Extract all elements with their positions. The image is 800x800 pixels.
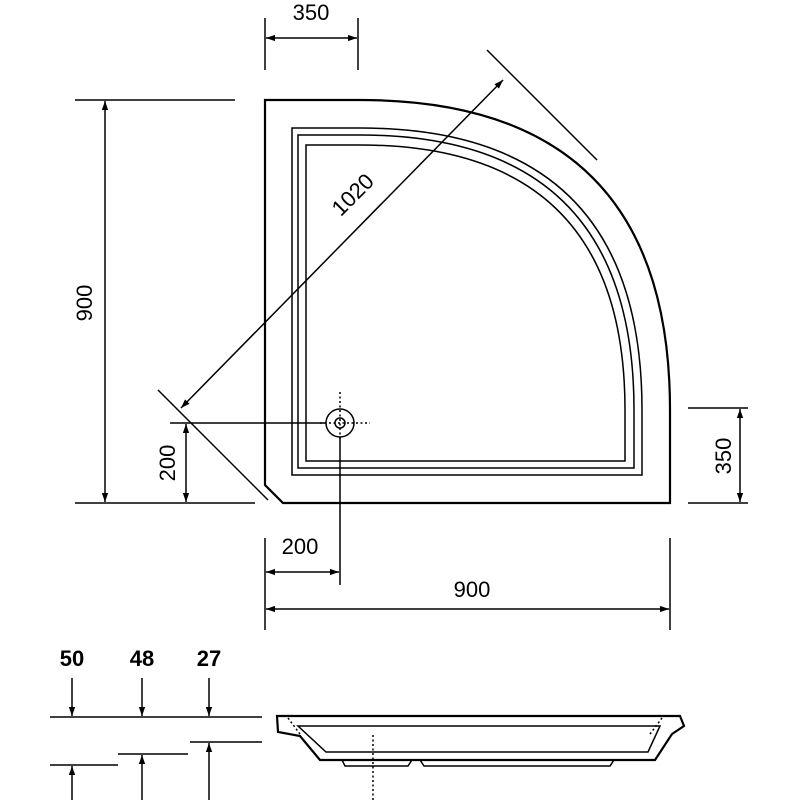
tray-outer-outline <box>263 98 672 505</box>
dim-label-right-350: 350 <box>711 438 736 475</box>
section-height-label-1: 50 <box>60 646 84 671</box>
dim-label-left-900: 900 <box>72 285 97 322</box>
plan-dimensions: 350 900 1020 200 350 200 900 <box>72 0 748 630</box>
section-height-label-2: 48 <box>130 646 154 671</box>
section-profile-inner <box>296 725 662 753</box>
dim-label-bottom-900: 900 <box>454 577 491 602</box>
section-profile-outer <box>275 714 686 762</box>
tray-plan-view <box>263 98 672 505</box>
dim-line-diagonal-1020 <box>180 79 504 409</box>
dim-label-top-350: 350 <box>293 0 330 25</box>
section-foot <box>419 759 615 767</box>
section-height-label-3: 27 <box>197 646 221 671</box>
section-drain-pocket <box>341 759 413 767</box>
tray-section-view: 50 48 27 <box>50 646 686 800</box>
dim-label-drain-x-200: 200 <box>282 534 319 559</box>
dim-label-diagonal-1020: 1020 <box>327 169 379 221</box>
dim-label-drain-y-200: 200 <box>155 445 180 482</box>
